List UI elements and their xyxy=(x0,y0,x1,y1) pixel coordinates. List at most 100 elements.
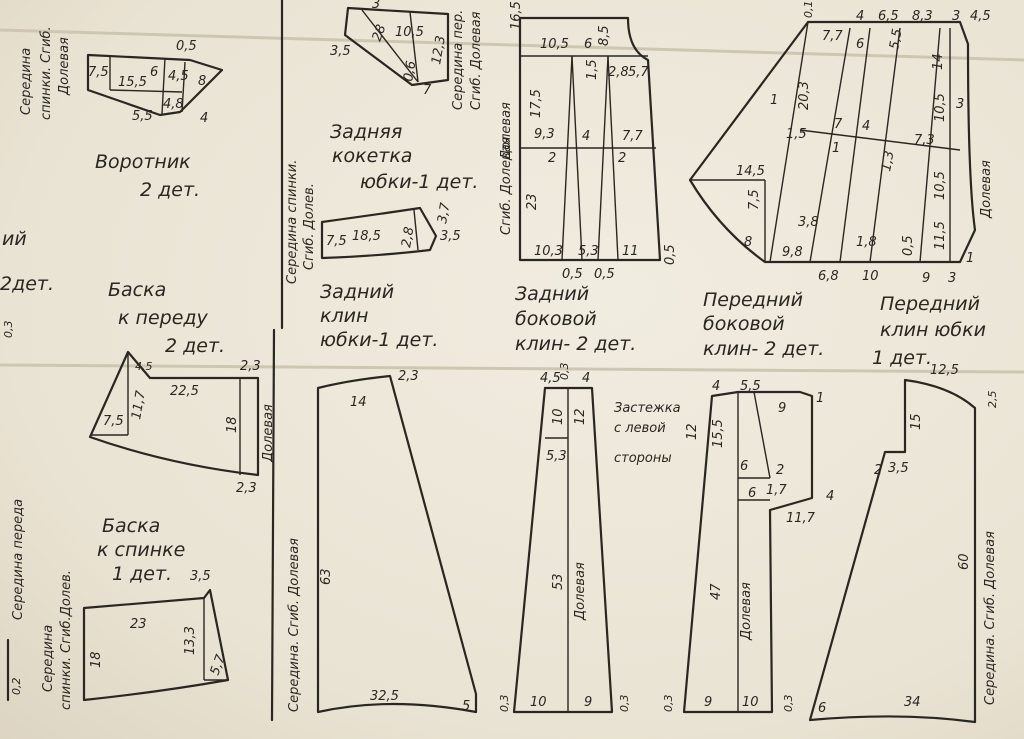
front-side-title: боковой xyxy=(703,313,785,335)
dim-label: 14 xyxy=(350,395,367,410)
front-side-title: Передний xyxy=(703,289,803,311)
dim-label: 4 xyxy=(200,111,208,126)
back-side-count: клин- 2 дет. xyxy=(515,333,636,355)
front-gore-count: 1 дет. xyxy=(872,347,932,369)
dim-label: 7 xyxy=(834,117,843,132)
dim-label: 5,5 xyxy=(887,28,905,51)
dim-label: 10,5 xyxy=(395,25,424,40)
dim-label: 1,8 xyxy=(856,235,877,250)
dim-label: 0,3 xyxy=(558,363,571,381)
side-label: Долевая xyxy=(57,37,72,96)
dim-label: 10,3 xyxy=(534,244,563,259)
dim-label: 23 xyxy=(525,193,540,210)
side-label: Сгиб. Долевая xyxy=(469,11,484,110)
side-label: Середина. Сгиб. Долевая xyxy=(983,531,998,705)
dim-label: 63 xyxy=(319,568,334,585)
dim-label: 4 xyxy=(826,489,834,504)
yoke-pattern: 7,5 18,5 2,8 3,7 3,5 Середина спинки. Сг… xyxy=(285,160,461,284)
side-label: Середина xyxy=(41,625,56,692)
dim-label: 5,3 xyxy=(578,244,599,259)
front-bodice-pattern: 0,1 4 6,5 8,3 3 4,5 7,7 6 5,5 14 1 20,3 … xyxy=(688,1,994,286)
dim-label: 2 xyxy=(776,463,784,478)
side-label: Середина пер. xyxy=(451,10,466,110)
back-side-title: боковой xyxy=(515,308,597,330)
dim-label: 6 xyxy=(818,701,826,716)
dim-label: 6 xyxy=(748,486,756,501)
dim-label: 5,3 xyxy=(546,449,567,464)
dim-label: 0,5 xyxy=(663,244,678,265)
back-gore-title: Задний xyxy=(320,281,394,303)
closure-note: Застежка xyxy=(614,401,681,416)
dim-label: 11,7 xyxy=(786,511,816,526)
dim-label: 4,5 xyxy=(970,9,991,24)
dim-label: 3,5 xyxy=(888,461,909,476)
basque-back-count: 1 дет. xyxy=(112,563,172,585)
dim-label: 34 xyxy=(904,695,921,710)
side-label: Середина. Сгиб. Долевая xyxy=(287,538,302,712)
side-label: Середина переда xyxy=(11,499,26,620)
paper-fold xyxy=(0,363,1024,374)
basque-back-title: к спинке xyxy=(97,539,185,561)
dim-label: 18 xyxy=(89,651,104,668)
dim-label: 4,5 xyxy=(135,360,153,373)
dim-label: 7,7 xyxy=(822,29,843,44)
dim-label: 5,7 xyxy=(628,65,649,80)
partial-text: ий xyxy=(2,228,27,250)
yoke-title: кокетка xyxy=(332,145,412,167)
dim-label: 2 xyxy=(548,151,556,166)
dim-label: 6 xyxy=(740,459,748,474)
collar-pattern: 7,5 15,5 6 4,5 8 0,5 4,8 5,5 4 xyxy=(86,39,224,126)
dim-label: 9 xyxy=(922,271,930,286)
dim-label: 6 xyxy=(584,37,592,52)
dim-label: 9 xyxy=(584,695,592,710)
dim-label: 1,3 xyxy=(879,150,897,173)
dim-label: 28 xyxy=(370,23,390,44)
dim-label: 7,5 xyxy=(747,189,762,210)
dim-label: 0,5 xyxy=(562,267,583,282)
dim-label: 0,5 xyxy=(594,267,615,282)
dim-label: 5,5 xyxy=(740,379,761,394)
dim-label: 8,5 xyxy=(597,25,612,46)
dim-label: 10 xyxy=(551,408,566,425)
grain-label: Долевая xyxy=(261,404,276,463)
dim-label: 60 xyxy=(957,553,972,570)
dim-label: 17,5 xyxy=(529,89,544,118)
front-gore-title: Передний xyxy=(880,293,980,315)
dim-label: 11,5 xyxy=(933,221,948,250)
yoke-top-pattern: 3,5 28 10,5 12,3 0,6 7 3 Середина пер. С… xyxy=(330,0,484,110)
grain-label: Долевая xyxy=(979,160,994,219)
dim-label: 0,3 xyxy=(782,695,795,713)
dim-label: 0,6 xyxy=(401,60,419,83)
dim-label: 5,5 xyxy=(132,109,153,124)
back-gore-count: юбки-1 дет. xyxy=(320,329,438,351)
front-gore-pattern: 12,5 2,5 15 2 3,5 60 6 34 Середина. Сгиб… xyxy=(808,363,999,724)
side-label: Середина xyxy=(19,48,34,115)
dim-label: 47 xyxy=(709,583,724,600)
dim-label: 6,8 xyxy=(818,269,839,284)
dim-label: 3 xyxy=(372,0,380,12)
dim-label: 4,5 xyxy=(540,371,561,386)
dim-label: 4 xyxy=(862,119,870,134)
dim-label: 7,5 xyxy=(103,414,124,429)
basque-front-title: к переду xyxy=(118,307,209,329)
dim-label: 14,5 xyxy=(736,164,765,179)
dim-label: 4 xyxy=(582,129,590,144)
dim-label: 0,2 xyxy=(10,678,23,696)
grain-label: Долевая xyxy=(499,102,514,161)
dim-label: 2 xyxy=(618,151,626,166)
dim-label: 0,3 xyxy=(662,695,675,713)
dim-label: 4 xyxy=(712,379,720,394)
dim-label: 53 xyxy=(551,573,566,590)
dim-label: 7 xyxy=(423,83,432,98)
dim-label: 0,5 xyxy=(176,39,197,54)
back-side-title: Задний xyxy=(515,283,589,305)
front-gore-title: клин юбки xyxy=(880,319,986,341)
dim-label: 4 xyxy=(856,9,864,24)
dim-label: 9 xyxy=(778,401,786,416)
collar-count: 2 дет. xyxy=(140,179,200,201)
dim-label: 1 xyxy=(966,251,974,266)
dim-label: 15 xyxy=(909,413,924,430)
dim-label: 3,5 xyxy=(330,44,351,59)
dim-label: 2,3 xyxy=(398,369,419,384)
